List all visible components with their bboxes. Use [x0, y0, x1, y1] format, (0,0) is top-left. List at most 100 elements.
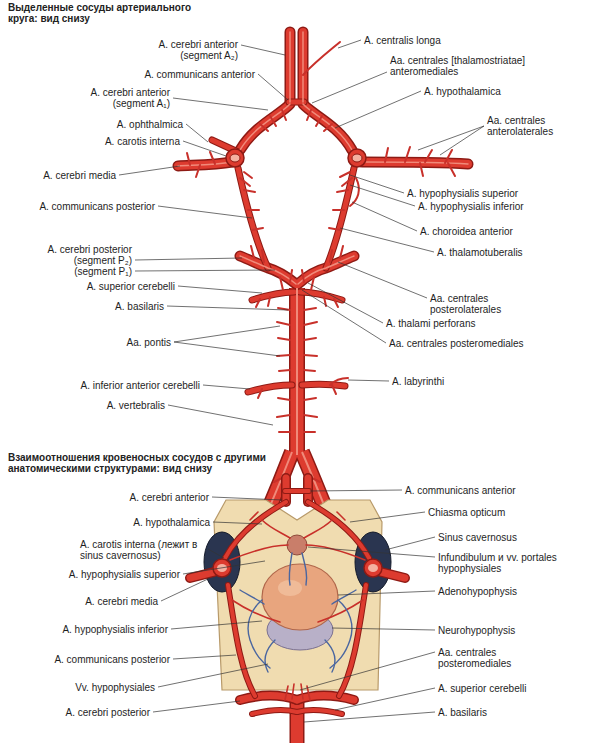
vessel-stump [364, 559, 382, 577]
vessel-line [330, 378, 348, 385]
vessel-line [290, 270, 292, 282]
part-label: A. labyrinthi [392, 376, 444, 387]
vessel-line [318, 600, 363, 622]
part-label: A. communicans anterior [144, 69, 255, 80]
vessel-line [252, 228, 263, 230]
vessel-line [310, 490, 402, 491]
vessel-line [262, 250, 264, 262]
part-label: Aa. centrales [thalamostriatae] anterome… [390, 55, 540, 77]
vessel-line [304, 322, 317, 325]
vessel-line [183, 141, 226, 156]
vessel-line [289, 553, 292, 585]
vessel-line [250, 512, 258, 520]
vessel-line [304, 308, 316, 310]
vessel-line [240, 590, 264, 604]
part-label: A. thalamotuberalis [437, 247, 523, 258]
vessel-line [153, 701, 240, 712]
vessel-line [278, 338, 290, 340]
part-label: A. communicans anterior [405, 485, 516, 496]
vessel-line [448, 163, 455, 176]
vessel-line [333, 209, 344, 211]
vessel-line [203, 385, 250, 389]
vessel-line [178, 286, 262, 293]
vessel-layer [225, 491, 369, 714]
vessel-line [258, 389, 262, 398]
vessel-line [332, 590, 356, 604]
vessel-line [244, 190, 255, 192]
vessel-line [135, 258, 242, 260]
anatomy-shape [352, 154, 362, 162]
part-label: A. hypophysialis inferior [62, 624, 168, 635]
vessel-stump [226, 149, 244, 167]
vessel-line [282, 110, 286, 120]
vessel-line [332, 628, 435, 630]
vessel-layer [190, 478, 405, 700]
vessel-line [301, 684, 303, 699]
vessel-line [324, 124, 332, 131]
vessel-line [279, 431, 290, 433]
part-label: A. cerebri anterior (segment A₂) [138, 39, 238, 61]
vessel-line [174, 326, 280, 342]
part-label: A. inferior anterior cerebelli [81, 380, 201, 391]
vessel-line [307, 110, 311, 120]
vessel-line [308, 547, 435, 557]
vessel-line [308, 283, 383, 323]
vessel-line [312, 478, 320, 482]
vessel-line [350, 178, 359, 206]
part-label: A. cerebri posterior (segment P₂) (segme… [40, 244, 132, 277]
part-label: Infundibulum и vv. portales hypophysiale… [438, 552, 566, 574]
vessel-line [337, 512, 345, 520]
vessel-line [338, 262, 427, 298]
part-label: A. cerebri posterior [66, 707, 150, 718]
vessel-line [212, 497, 282, 500]
vessel-line [330, 250, 332, 262]
vessel-line [335, 91, 421, 128]
vessel-line [304, 398, 316, 400]
part-label: A. cerebri anterior [130, 492, 209, 503]
vessel-line [270, 116, 276, 126]
heading: Взаимоотношения кровеносных сосудов с др… [8, 452, 308, 474]
part-label: A. superior cerebelli [438, 683, 526, 694]
vessel-line [312, 72, 387, 103]
vessel-line [208, 549, 224, 558]
vessel-line [168, 405, 273, 425]
vessel-line [420, 163, 423, 176]
vessel-line [348, 380, 389, 381]
vessel-line [304, 370, 315, 371]
vessel-line [248, 600, 270, 668]
vessel-line [158, 664, 268, 687]
vessel-line [316, 116, 322, 126]
vessel-line [303, 42, 340, 75]
vessel-line [304, 712, 435, 722]
vessel-line [158, 206, 252, 218]
vessel-line [240, 178, 250, 186]
vessel-line [278, 398, 290, 400]
vessel-line [338, 591, 435, 595]
vessel-line [244, 172, 252, 178]
anatomy-shape [368, 564, 378, 572]
vessel-line [350, 512, 425, 522]
vessel-line [385, 537, 435, 550]
anatomy-shape [230, 154, 240, 162]
vessel-line [183, 561, 265, 574]
vessel-line [260, 124, 268, 131]
part-label: A. cerebri anterior (segment A₁) [70, 87, 170, 109]
vessel-line [251, 246, 254, 258]
vessel-line [304, 355, 317, 356]
vessel-line [210, 152, 215, 164]
part-label: Aa. pontis [127, 337, 171, 348]
vessel-line [330, 600, 352, 668]
vessel-stump [348, 149, 366, 167]
vessel-line [280, 277, 283, 290]
vessel-line [277, 415, 290, 417]
vessel-line [352, 202, 417, 231]
part-label: A. basilaris [438, 707, 487, 718]
vessel-line [425, 150, 432, 162]
vessel-line [161, 578, 210, 601]
part-label: A. superior cerebelli [87, 281, 175, 292]
part-label: Aa. centrales anterolaterales [487, 115, 567, 137]
vessel-line [173, 655, 236, 659]
vessel-line [174, 342, 280, 356]
vessel-line [187, 153, 190, 165]
part-label: A. centralis longa [364, 35, 441, 46]
